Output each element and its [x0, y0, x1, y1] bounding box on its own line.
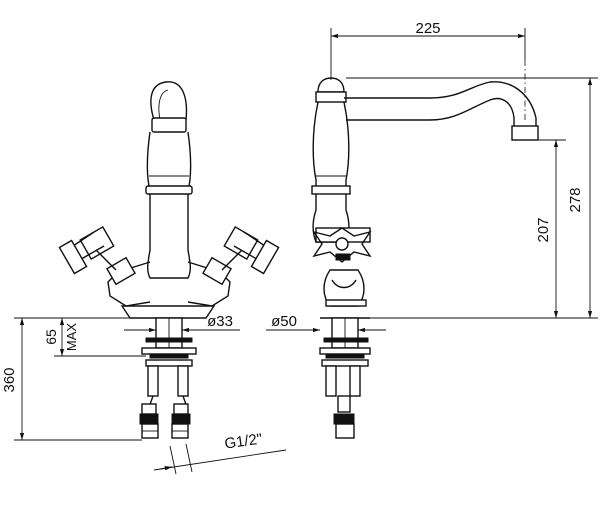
side-cross-handle [312, 227, 372, 263]
label-spout-height: 207 [535, 217, 552, 242]
side-cap [317, 77, 345, 93]
label-shank-diameter: ø33 [207, 313, 233, 330]
front-right-handle [187, 226, 280, 307]
dimension-lines [14, 28, 598, 475]
front-hoses [139, 365, 191, 439]
label-overall-height: 360 [1, 367, 18, 392]
front-left-handle [58, 226, 151, 307]
label-thread: G1/2" [223, 430, 263, 452]
front-cap [151, 117, 187, 133]
side-body [312, 101, 350, 243]
front-spout-top [150, 81, 188, 121]
label-max: MAX [64, 323, 79, 352]
label-total-height: 278 [567, 187, 584, 212]
front-base [120, 305, 216, 319]
side-spout [344, 81, 537, 135]
label-max-deck: 65 [43, 329, 59, 345]
front-body [146, 131, 192, 279]
side-view [311, 60, 539, 439]
front-view [58, 81, 280, 439]
label-spout-reach: 225 [415, 20, 440, 37]
label-base-diameter: ø50 [271, 313, 297, 330]
